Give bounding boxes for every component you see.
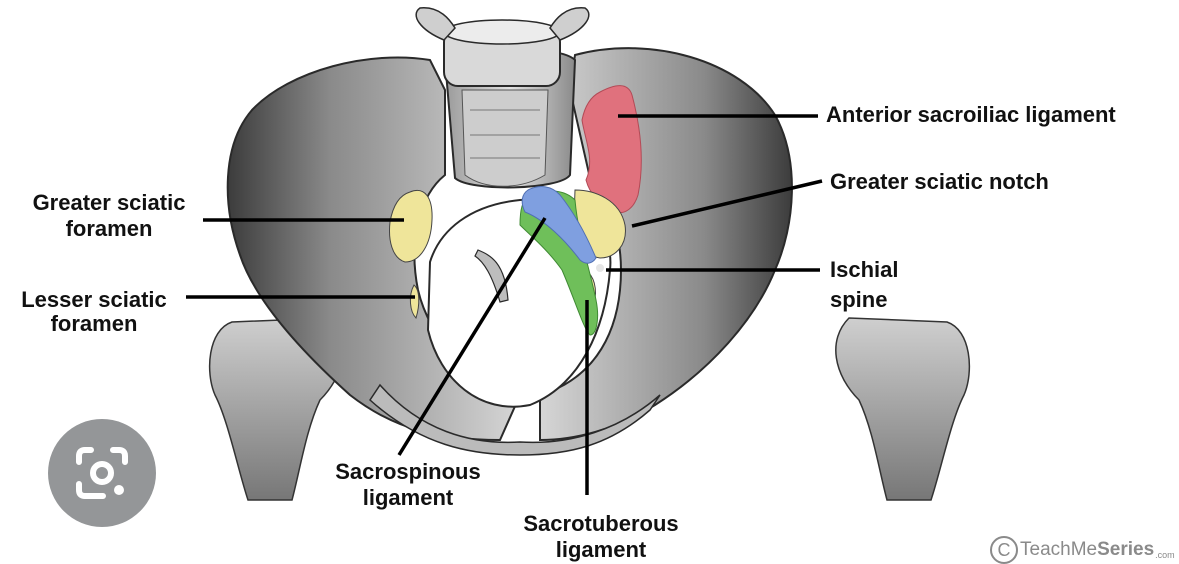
ischial-spine-marker bbox=[596, 264, 604, 272]
left-ilium bbox=[226, 56, 522, 442]
vertebra-top bbox=[443, 19, 561, 45]
sacrospinous-ligament bbox=[521, 186, 597, 264]
label-sacrospinous-line1: Sacrospinous bbox=[335, 459, 481, 484]
label-greater-sciatic-foramen-line2: foramen bbox=[65, 216, 153, 241]
leader-sacrospinous bbox=[397, 217, 547, 456]
label-ischial-spine-line2: spine bbox=[830, 287, 888, 312]
label-sacrotuberous-line2: ligament bbox=[555, 537, 647, 562]
transverse-process-right bbox=[549, 7, 590, 41]
label-lesser-sciatic-foramen-line2: foramen bbox=[50, 311, 138, 336]
watermark-domain: .com bbox=[1155, 550, 1175, 560]
label-sacrospinous-line2: ligament bbox=[362, 485, 454, 510]
transverse-process-left bbox=[415, 7, 456, 41]
watermark-brand-b: Series bbox=[1097, 539, 1155, 560]
copyright-icon: C bbox=[990, 536, 1018, 564]
label-anterior-sacroiliac-ligament: Anterior sacroiliac ligament bbox=[826, 102, 1116, 127]
label-greater-sciatic-notch: Greater sciatic notch bbox=[830, 169, 1049, 194]
greater-sciatic-foramen-left bbox=[389, 190, 433, 263]
label-greater-sciatic-foramen-line1: Greater sciatic bbox=[32, 190, 186, 215]
label-lesser-sciatic-foramen-line1: Lesser sciatic bbox=[21, 287, 167, 312]
watermark-brand-a: TeachMe bbox=[1020, 539, 1098, 560]
lens-search-button[interactable] bbox=[48, 419, 156, 527]
leader-greater-sciatic-notch bbox=[631, 179, 823, 228]
google-lens-camera-icon bbox=[76, 447, 128, 499]
teachmeseries-watermark: C TeachMe Series .com bbox=[990, 536, 1175, 564]
label-ischial-spine-line1: Ischial bbox=[830, 257, 899, 282]
sacral-body bbox=[461, 89, 549, 187]
label-sacrotuberous-line1: Sacrotuberous bbox=[523, 511, 679, 536]
right-femur bbox=[835, 317, 971, 501]
